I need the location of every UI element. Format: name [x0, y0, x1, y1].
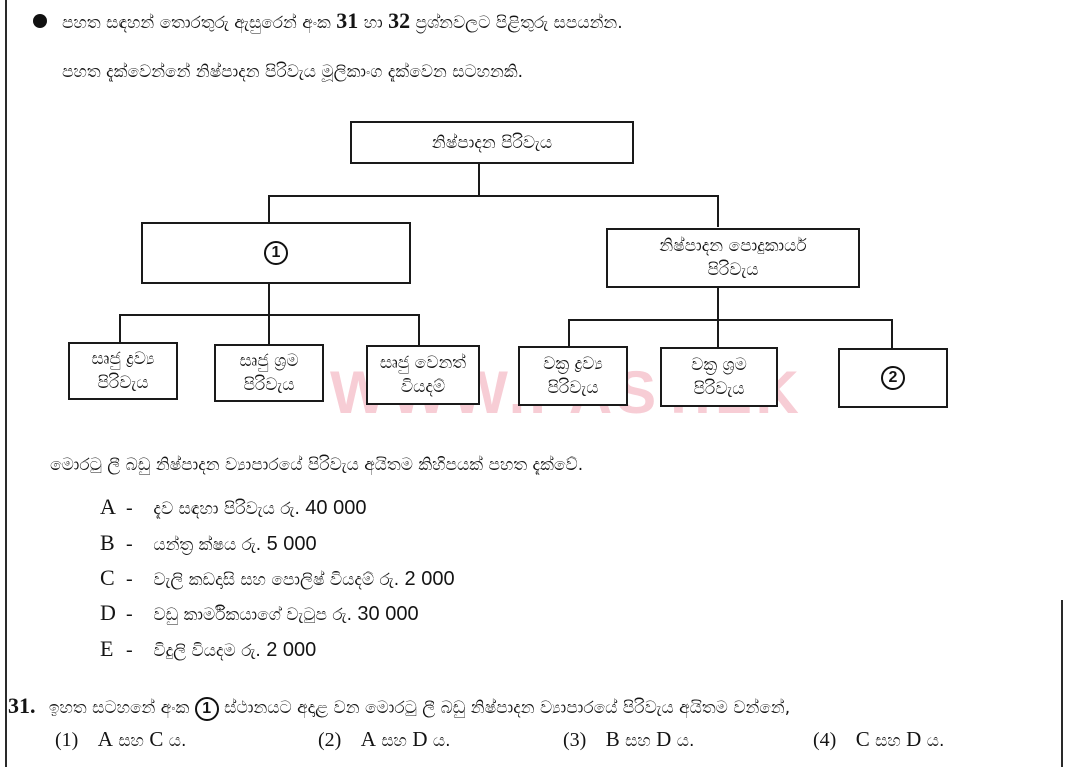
question-31: 31. ඉහත සටහනේ අංක 1 ස්ථානයට අදාළ වන මොරට…: [8, 693, 790, 721]
connector: [268, 284, 270, 316]
question-ref-31: 31: [336, 8, 359, 33]
connector: [717, 319, 719, 348]
leaf-direct-other-expenses: සෘජු වෙනත් වියදම්: [366, 345, 480, 405]
leaf-direct-material: සෘජු ද්‍රව්‍ය පිරිවැය: [68, 342, 178, 400]
leaf-indirect-material: වක්‍ර ද්‍රව්‍ය පිරිවැය: [518, 346, 628, 406]
connector: [268, 195, 719, 197]
cost-item-e: E- විදුලි වියදම රු. 2 000: [100, 636, 317, 661]
diagram-root-box: නිෂ්පාදන පිරිවැය: [350, 121, 634, 164]
bullet-icon: [33, 14, 47, 28]
intro-instruction: පහත සඳහන් තොරතුරු ඇසුරෙන් අංක 31 හා 32 ප…: [62, 8, 623, 33]
question-number: 31.: [8, 693, 36, 718]
connector: [478, 164, 480, 196]
answer-option-4[interactable]: (4) C සහ D ය.: [813, 727, 945, 751]
connector: [418, 314, 420, 346]
connector: [268, 314, 270, 345]
page-border-right: [1061, 600, 1063, 767]
connector: [717, 288, 719, 320]
connector: [119, 314, 121, 343]
diagram-blank-box-1: 1: [141, 222, 411, 284]
page-border-left: [5, 0, 7, 767]
cost-item-a: A- දැව සඳහා පිරිවැය රු. 40 000: [100, 494, 367, 519]
cost-item-b: B- යන්ත්‍ර ක්ෂය රු. 5 000: [100, 530, 317, 555]
answer-option-2[interactable]: (2) A සහ D ය.: [318, 727, 451, 751]
answer-option-3[interactable]: (3) B සහ D ය.: [563, 727, 695, 751]
cost-item-c: C- වැලි කඩදාසි සහ පොලිෂ් වියදම් රු. 2 00…: [100, 565, 455, 590]
connector: [268, 195, 270, 223]
leaf-direct-labour: සෘජු ශ්‍රම පිරිවැය: [214, 344, 324, 402]
cost-item-d: D- වඩු කාර්මිකයාගේ වැටුප රු. 30 000: [100, 600, 419, 625]
marker-1-ref: 1: [194, 697, 219, 721]
marker-2: 2: [881, 366, 905, 390]
answer-option-1[interactable]: (1) A සහ C ය.: [55, 727, 187, 751]
leaf-indirect-labour: වක්‍ර ශ්‍රම පිරිවැය: [660, 347, 778, 407]
diagram-caption: පහත දැක්වෙන්නේ නිෂ්පාදන පිරිවැය මූලිකාංග…: [62, 62, 524, 82]
connector: [568, 319, 570, 347]
cost-items-heading: මොරටු ලී බඩු නිෂ්පාදන ව්‍යාපාරයේ පිරිවැය…: [50, 455, 584, 475]
diagram-blank-box-2: 2: [838, 348, 948, 408]
question-ref-32: 32: [388, 8, 411, 33]
marker-1: 1: [264, 241, 288, 265]
connector: [568, 319, 892, 321]
connector: [717, 195, 719, 227]
diagram-overhead-box: නිෂ්පාදන පොදුකාර්ය පිරිවැය: [606, 228, 860, 288]
connector: [891, 319, 893, 349]
